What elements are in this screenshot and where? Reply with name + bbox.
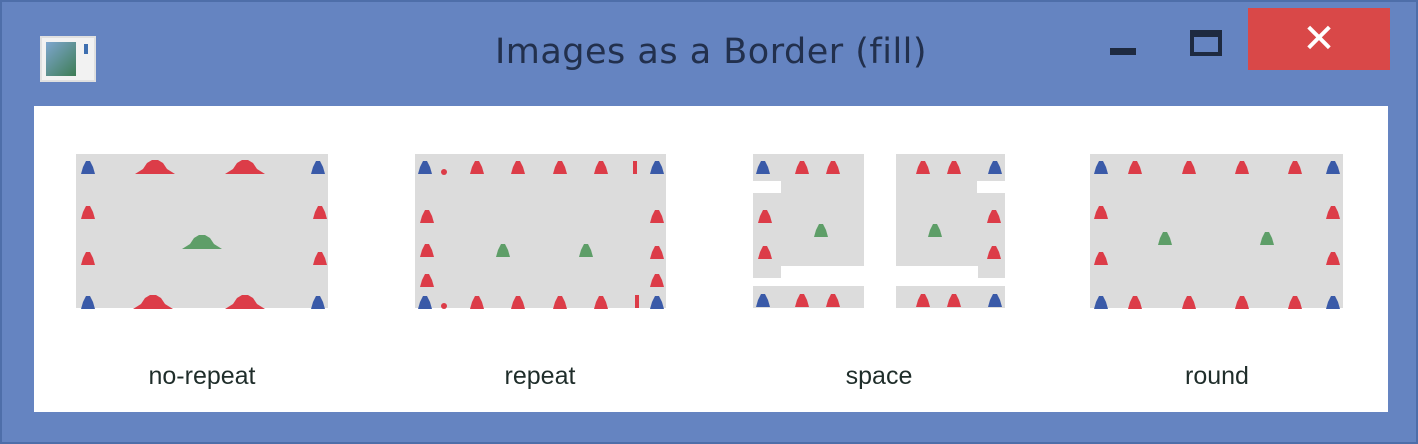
edge-mark: [635, 295, 639, 308]
edge-mark: [441, 169, 447, 175]
panel-fill: [1090, 154, 1343, 308]
panel-fill: [76, 154, 328, 308]
app-icon[interactable]: [40, 36, 96, 82]
panel-gap: [896, 266, 978, 278]
border-examples-canvas: [76, 154, 1343, 309]
caption-round: round: [1185, 362, 1249, 390]
panel-round: [1090, 154, 1343, 309]
panel-fill: [415, 154, 666, 308]
caption-repeat: repeat: [504, 362, 576, 390]
panel-gap: [781, 266, 864, 278]
edge-mark: [633, 161, 637, 174]
minimize-button[interactable]: [1090, 8, 1156, 70]
panel-space: [753, 154, 1005, 308]
edge-mark: [441, 303, 447, 309]
app-icon-bar: [84, 44, 88, 54]
caption-space: space: [845, 362, 913, 390]
caption-no-repeat: no-repeat: [148, 362, 256, 390]
maximize-button[interactable]: [1172, 8, 1238, 70]
panel-gap: [753, 278, 1005, 286]
panel-gap: [977, 181, 1005, 193]
window-title: Images as a Border (fill): [494, 32, 928, 72]
panel-repeat: [415, 154, 666, 309]
maximize-icon: [1190, 30, 1222, 56]
minimize-icon: [1110, 48, 1136, 55]
panel-no-repeat: [76, 154, 328, 309]
close-button[interactable]: ✕: [1248, 8, 1390, 70]
window-content: no-repeat repeat space round: [34, 106, 1388, 412]
close-icon: ✕: [1302, 16, 1336, 62]
app-icon-picture: [46, 42, 76, 76]
panel-gap: [753, 181, 781, 193]
